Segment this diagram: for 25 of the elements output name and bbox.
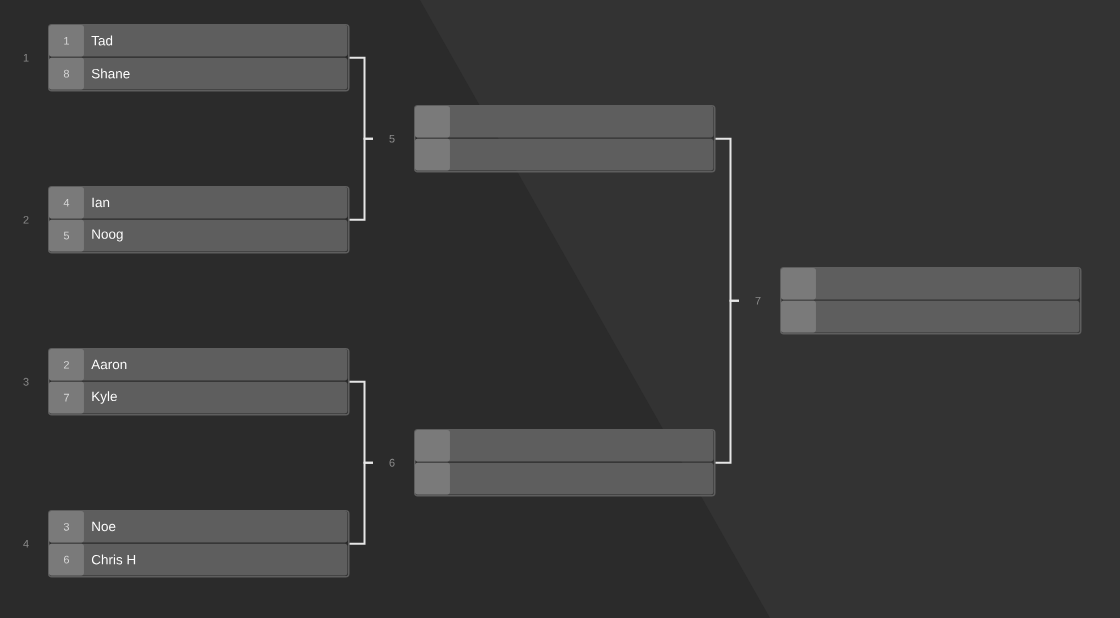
player-name: Ian — [92, 197, 110, 208]
match-card — [48, 186, 350, 254]
match-card — [48, 510, 350, 578]
match-card — [780, 267, 1082, 335]
match-number: 6 — [389, 458, 395, 467]
player-name: Kyle — [92, 391, 117, 404]
match-number: 7 — [755, 296, 761, 305]
match-number: 1 — [23, 53, 29, 62]
player-name: Chris H — [91, 554, 136, 565]
match-number: 3 — [23, 377, 29, 386]
player-name: Noe — [92, 521, 116, 532]
match-number: 5 — [389, 134, 395, 143]
match-card — [414, 105, 716, 173]
bracket-line — [714, 299, 740, 464]
player-name: Aaron — [91, 359, 127, 370]
bracket-line — [348, 461, 374, 545]
match-number: 2 — [23, 215, 29, 224]
match-card — [48, 24, 350, 92]
match-card — [414, 429, 716, 497]
player-name: Noog — [92, 229, 123, 242]
match-number: 4 — [23, 539, 29, 548]
bracket-line — [348, 137, 374, 221]
player-name: Tad — [91, 35, 113, 46]
player-name: Shane — [91, 68, 130, 79]
match-card — [48, 348, 350, 416]
